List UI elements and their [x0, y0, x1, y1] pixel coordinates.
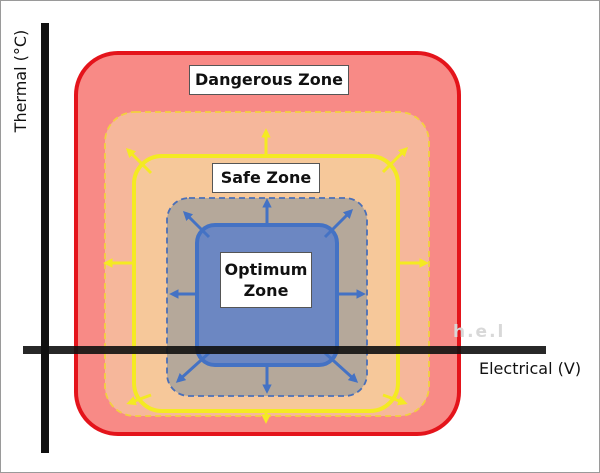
dangerous-zone-label: Dangerous Zone [189, 65, 349, 95]
arrow-downright-yellow [382, 393, 408, 406]
y-axis-label: Thermal (°C) [11, 29, 30, 133]
optimum-zone-label: Optimum Zone [220, 252, 312, 308]
safe-zone-expansion-arrows [103, 128, 429, 424]
arrow-upleft-yellow [125, 147, 153, 175]
optimum-label-line1: Optimum [224, 260, 308, 279]
arrow-downleft-blue [175, 351, 211, 383]
optimum-label-line2: Zone [243, 281, 289, 300]
arrow-downleft-yellow [126, 393, 152, 406]
arrow-upright-yellow [381, 146, 409, 174]
arrow-upright-blue [323, 208, 354, 239]
arrow-downright-blue [323, 351, 359, 383]
safe-zone-label: Safe Zone [212, 163, 320, 193]
arrow-upleft-blue [182, 210, 211, 239]
optimum-zone-expansion-arrows [169, 198, 366, 394]
watermark-text: h.e.l [453, 322, 506, 342]
x-axis-label: Electrical (V) [479, 359, 582, 378]
